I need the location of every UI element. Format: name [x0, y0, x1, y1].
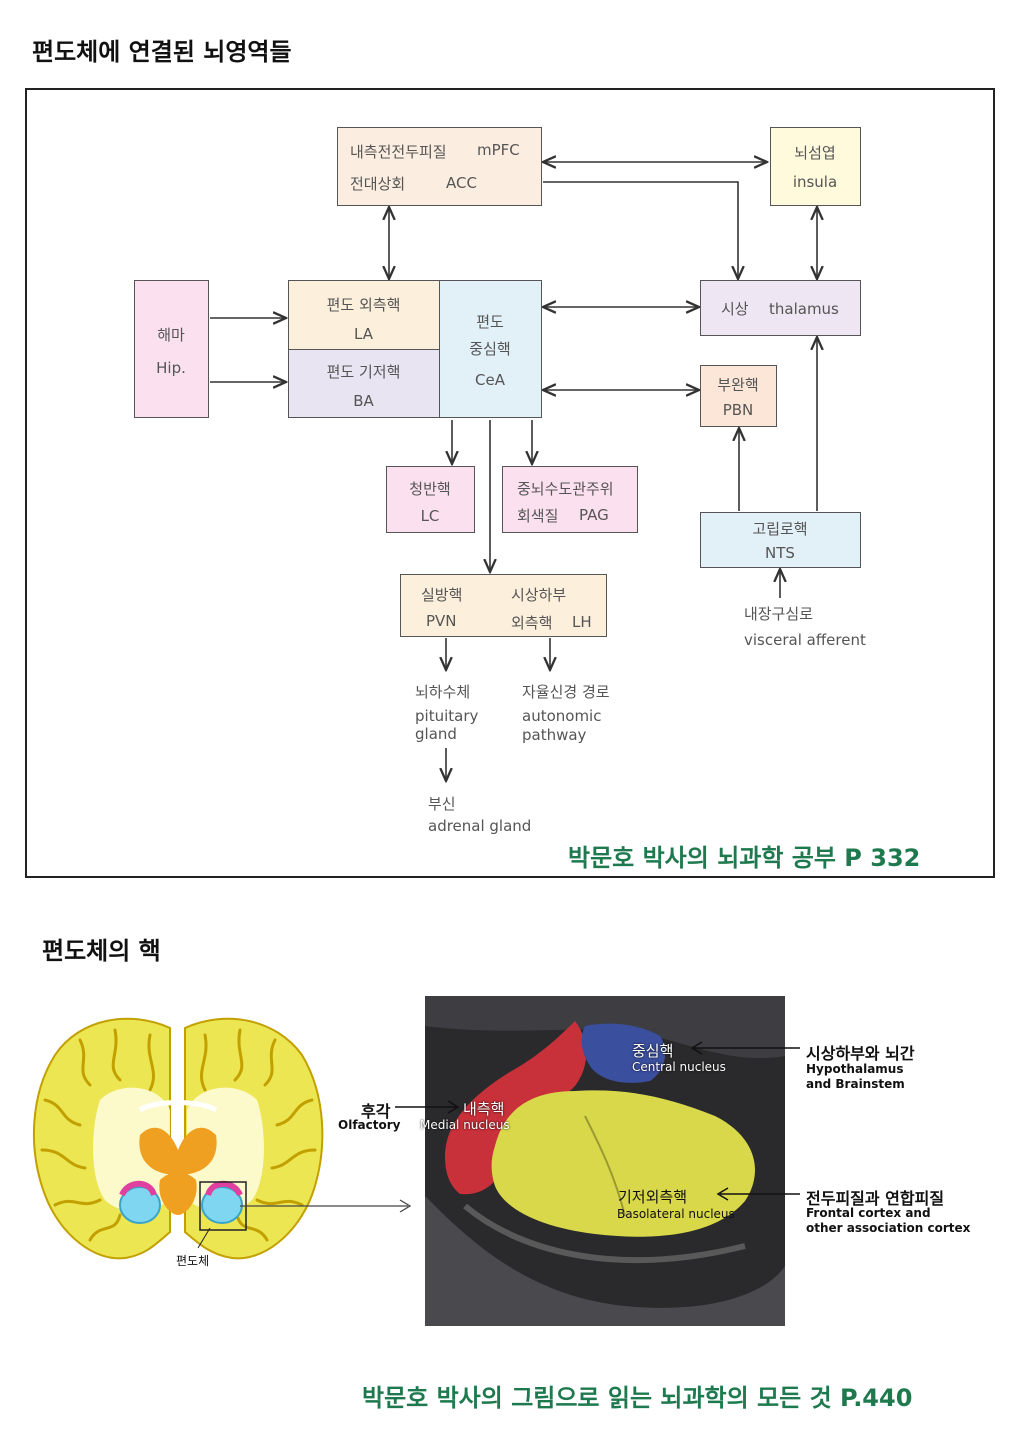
- visceral-ko: 내장구심로: [744, 605, 814, 623]
- frontal-en-2: other association cortex: [806, 1221, 971, 1235]
- thalamus-en: thalamus: [769, 300, 839, 318]
- node-thalamus: 시상 thalamus: [700, 280, 861, 336]
- diagram-frame: [25, 88, 995, 878]
- lh-ko-1: 시상하부: [511, 586, 567, 604]
- annotation-arrows: [395, 1041, 800, 1201]
- la-ko: 편도 외측핵: [326, 296, 401, 314]
- section2-title: 편도체의 핵: [42, 937, 161, 965]
- la-en: LA: [354, 325, 373, 343]
- pag-ko-2: 회색질: [517, 507, 559, 525]
- node-nts: 고립로핵 NTS: [700, 512, 861, 568]
- pituitary-ko: 뇌하수체: [415, 683, 471, 701]
- cea-ko-2: 중심핵: [469, 340, 511, 358]
- amygdala-section-image: [425, 996, 785, 1326]
- mpfc-ko: 내측전전두피질: [350, 143, 447, 161]
- node-pbn: 부완핵 PBN: [700, 365, 777, 427]
- node-mpfc: 내측전전두피질 mPFC 전대상회 ACC: [337, 127, 542, 206]
- central-en: Central nucleus: [632, 1060, 726, 1074]
- ba-ko: 편도 기저핵: [326, 363, 401, 381]
- node-la: 편도 외측핵 LA: [288, 280, 440, 350]
- cea-ko-1: 편도: [476, 313, 504, 331]
- node-insula: 뇌섬엽 insula: [770, 127, 861, 206]
- node-pag: 중뇌수도관주위 회색질 PAG: [502, 466, 638, 533]
- acc-ko: 전대상회: [350, 175, 406, 193]
- insula-en: insula: [792, 173, 838, 191]
- lh-ko-2: 외측핵: [511, 614, 553, 632]
- olfactory-en: Olfactory: [338, 1118, 401, 1132]
- node-cea: 편도 중심핵 CeA: [439, 280, 542, 418]
- frontal-en-1: Frontal cortex and: [806, 1206, 931, 1220]
- ba-en: BA: [353, 392, 374, 410]
- node-hippocampus: 해마 Hip.: [134, 280, 209, 418]
- section1-title: 편도체에 연결된 뇌영역들: [32, 38, 292, 66]
- pituitary-en-2: gland: [415, 725, 457, 743]
- lh-en: LH: [572, 613, 592, 631]
- hip-en: Hip.: [156, 359, 186, 377]
- pvn-ko: 실방핵: [421, 586, 463, 604]
- olfactory-ko: 후각: [361, 1102, 391, 1121]
- zoom-arrow: [240, 1199, 412, 1213]
- nts-ko: 고립로핵: [752, 520, 808, 538]
- adrenal-ko: 부신: [428, 795, 456, 813]
- node-lc: 청반핵 LC: [386, 466, 475, 533]
- hip-ko: 해마: [157, 326, 185, 344]
- thalamus-ko: 시상: [721, 300, 749, 318]
- basolateral-en: Basolateral nucleus: [617, 1207, 735, 1221]
- connection-arrows: [210, 0, 1018, 900]
- pag-ko-1: 중뇌수도관주위: [517, 480, 614, 498]
- acc-en: ACC: [446, 174, 477, 192]
- autonomic-en-1: autonomic: [522, 707, 602, 725]
- node-ba: 편도 기저핵 BA: [288, 349, 440, 418]
- hypo-ko: 시상하부와 뇌간: [806, 1044, 915, 1063]
- adrenal-en: adrenal gland: [428, 817, 532, 835]
- pag-en: PAG: [579, 506, 609, 524]
- pbn-ko: 부완핵: [717, 376, 759, 394]
- central-ko: 중심핵: [632, 1042, 674, 1060]
- nts-en: NTS: [765, 544, 795, 562]
- frontal-ko: 전두피질과 연합피질: [806, 1189, 945, 1208]
- insula-ko: 뇌섬엽: [794, 144, 836, 162]
- lc-en: LC: [420, 507, 440, 525]
- medial-ko: 내측핵: [463, 1100, 505, 1118]
- hypo-en-1: Hypothalamus: [806, 1062, 904, 1076]
- section2-source: 박문호 박사의 그림으로 읽는 뇌과학의 모든 것 P.440: [362, 1384, 913, 1412]
- hypo-en-2: and Brainstem: [806, 1077, 905, 1091]
- arrow-mpfc-thalamus: [543, 181, 738, 279]
- autonomic-ko: 자율신경 경로: [522, 683, 610, 701]
- section1-source: 박문호 박사의 뇌과학 공부 P 332: [568, 844, 921, 872]
- pbn-en: PBN: [722, 401, 754, 419]
- pvn-en: PVN: [426, 612, 457, 630]
- autonomic-en-2: pathway: [522, 726, 587, 744]
- basolateral-ko: 기저외측핵: [618, 1188, 688, 1206]
- medial-en: Medial nucleus: [420, 1118, 510, 1132]
- cea-en: CeA: [475, 371, 505, 389]
- pituitary-en-1: pituitary: [415, 707, 479, 725]
- amygdala-label: 편도체: [176, 1254, 210, 1268]
- lc-ko: 청반핵: [409, 480, 451, 498]
- coronal-brain-illustration: [32, 1017, 324, 1260]
- visceral-en: visceral afferent: [744, 631, 866, 649]
- mpfc-en: mPFC: [477, 141, 520, 159]
- node-pvn-lh: 실방핵 PVN 시상하부 외측핵 LH: [400, 574, 607, 637]
